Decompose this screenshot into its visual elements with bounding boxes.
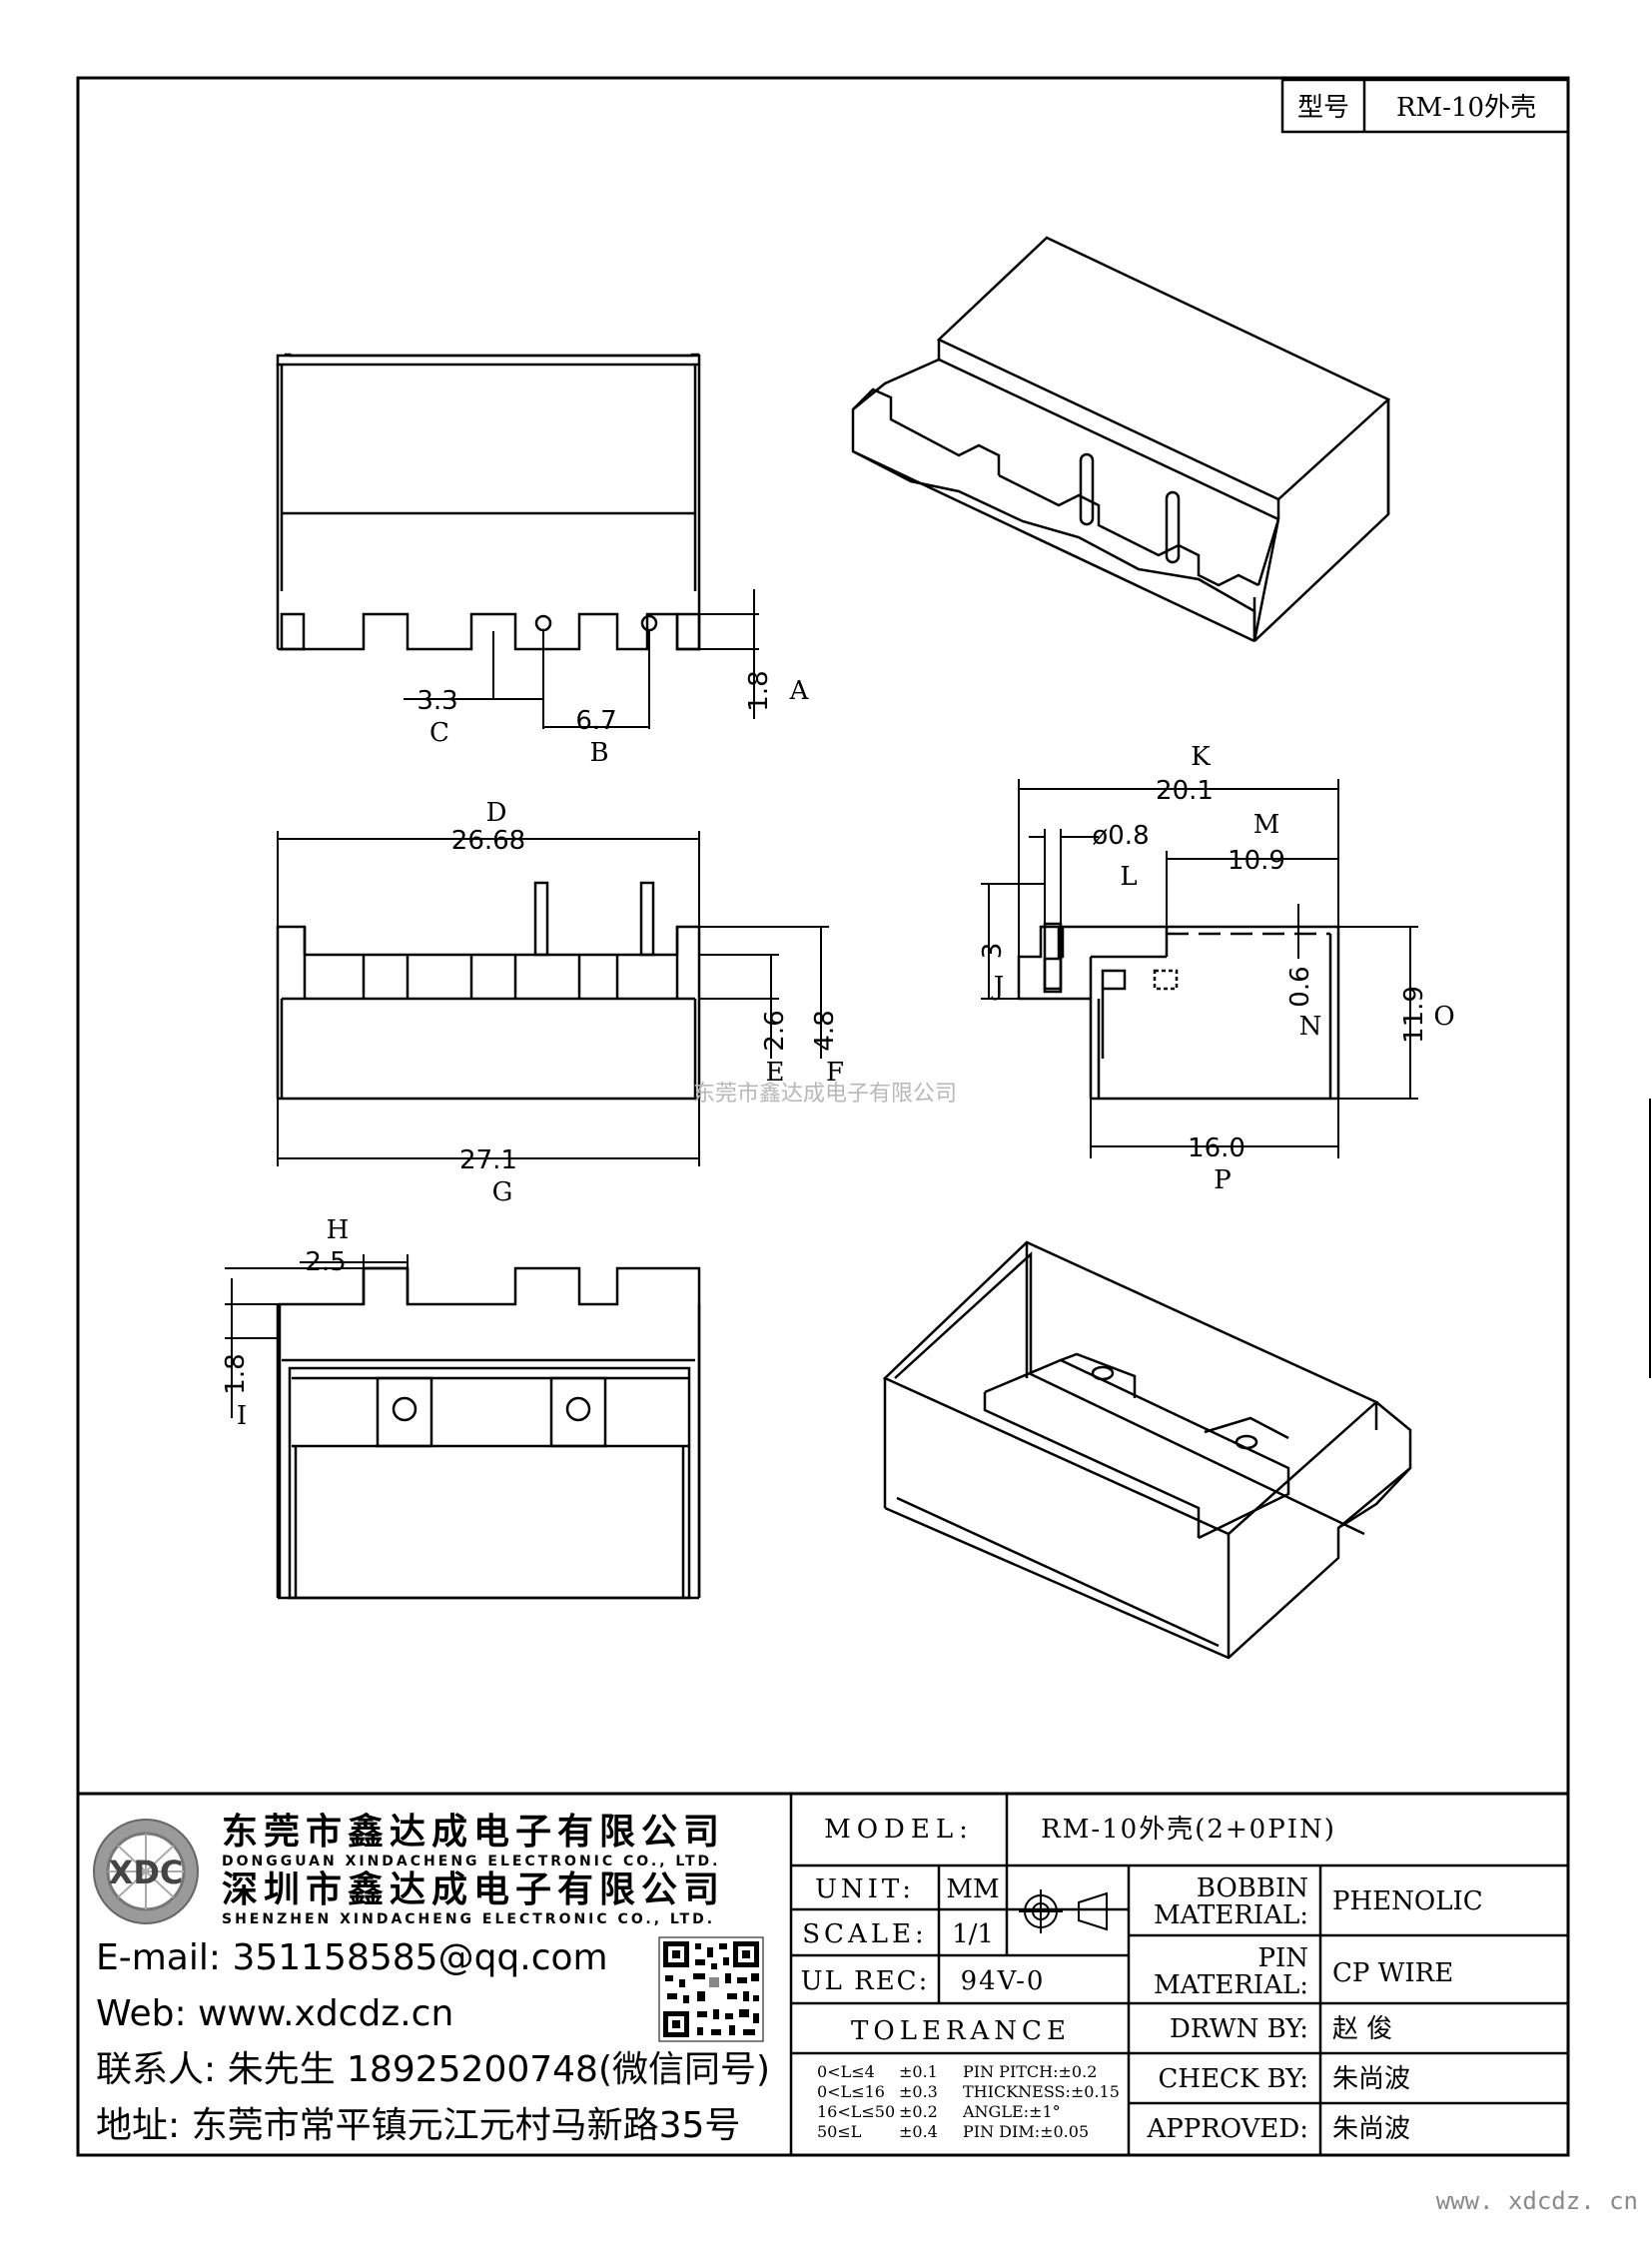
tol-spec: PIN DIM:±0.05	[963, 2122, 1089, 2141]
dim-l-label: L	[1120, 862, 1137, 892]
qr-code-icon	[658, 1936, 764, 2042]
tb-drawn-label: DRWN BY:	[1170, 2014, 1308, 2044]
tb-approved-label: APPROVED:	[1146, 2114, 1308, 2144]
header-model-value: RM-10外壳	[1396, 93, 1536, 123]
dim-i-value: 1.8	[221, 1353, 251, 1394]
tb-bobbin-label-1: BOBBIN	[1197, 1873, 1308, 1903]
dim-f-value: 4.8	[810, 1010, 840, 1051]
dim-o-value: 11.9	[1399, 986, 1429, 1044]
view-side-pins: D 26.68 2.6 E 4.8 F 27.1 G	[276, 798, 844, 1207]
tb-model-value: RM-10外壳(2+0PIN)	[1041, 1815, 1336, 1845]
tb-model-label: MODEL:	[824, 1815, 974, 1845]
dim-b-value: 6.7	[575, 706, 616, 736]
dim-j-label: J	[991, 972, 1004, 1002]
dim-p-value: 16.0	[1188, 1133, 1245, 1163]
dim-p-label: P	[1214, 1165, 1232, 1195]
dim-b-label: B	[589, 738, 608, 768]
header-model-box: 型号 RM-10外壳	[1280, 78, 1570, 134]
dim-g-label: G	[492, 1177, 513, 1207]
dim-k-label: K	[1191, 742, 1211, 772]
company-email: E-mail: 351158585@qq.com	[96, 1937, 608, 1978]
tolerance-table: 0<L≤4 ±0.1 PIN PITCH:±0.2 0<L≤16 ±0.3 TH…	[817, 2062, 1120, 2141]
tol-spec: PIN PITCH:±0.2	[963, 2062, 1097, 2081]
sheet-border	[76, 76, 1570, 2157]
tol-value: ±0.2	[899, 2102, 938, 2121]
tb-ul-label: UL REC:	[801, 1966, 930, 1996]
tb-scale-label: SCALE:	[802, 1919, 928, 1949]
tol-value: ±0.3	[899, 2082, 938, 2101]
tol-range: 0<L≤4	[817, 2062, 875, 2081]
dim-d-value: 26.68	[451, 826, 525, 856]
tb-bobbin-value: PHENOLIC	[1332, 1886, 1483, 1916]
iso-view-bottom	[882, 1240, 1412, 1660]
dim-k-value: 20.1	[1156, 776, 1214, 806]
dim-a-label: A	[789, 676, 810, 706]
dim-n-label: N	[1299, 1012, 1322, 1042]
tb-ul-value: 94V-0	[961, 1966, 1046, 1996]
tol-spec: ANGLE:±1°	[962, 2102, 1061, 2121]
dim-c-label: C	[429, 718, 449, 748]
title-block: MODEL: RM-10外壳(2+0PIN) UNIT: MM SCALE: 1…	[78, 1792, 1568, 2155]
tol-range: 0<L≤16	[817, 2082, 885, 2101]
dim-a-value: 1.8	[744, 670, 774, 711]
tb-drawn-value: 赵 俊	[1332, 2014, 1392, 2044]
dim-o-label: O	[1433, 1002, 1454, 1032]
tol-value: ±0.1	[899, 2062, 938, 2081]
dim-h-label: H	[327, 1215, 350, 1245]
tb-pin-label-1: PIN	[1257, 1943, 1308, 1973]
tb-unit-value: MM	[946, 1874, 999, 1904]
tol-range: 16<L≤50	[817, 2102, 895, 2121]
dim-c-value: 3.3	[416, 686, 457, 716]
dim-m-value: 10.9	[1228, 846, 1285, 876]
logo-text: XDC	[109, 1854, 184, 1891]
dim-g-value: 27.1	[459, 1145, 517, 1175]
company-name-en-1: DONGGUAN XINDACHENG ELECTRONIC CO., LTD.	[222, 1854, 721, 1869]
dim-f-label: F	[826, 1058, 844, 1088]
tb-scale-value: 1/1	[952, 1919, 994, 1949]
dim-m-label: M	[1253, 810, 1280, 840]
tb-tolerance-label: TOLERANCE	[851, 2016, 1071, 2046]
company-name-cn-2: 深圳市鑫达成电子有限公司	[222, 1869, 725, 1910]
tol-spec: THICKNESS:±0.15	[963, 2082, 1120, 2101]
dim-e-value: 2.6	[760, 1010, 790, 1051]
tb-approved-value: 朱尚波	[1332, 2114, 1410, 2144]
dim-n-value: 0.6	[1285, 966, 1315, 1007]
company-name-en-2: SHENZHEN XINDACHENG ELECTRONIC CO., LTD.	[222, 1911, 715, 1927]
view-bottom: H 2.5 1.8 I	[221, 1215, 701, 1600]
tb-pin-value: CP WIRE	[1332, 1958, 1453, 1988]
tol-range: 50≤L	[817, 2122, 862, 2141]
projection-symbol-icon	[1019, 1889, 1108, 1933]
tb-pin-label-2: MATERIAL:	[1154, 1970, 1308, 2000]
tol-value: ±0.4	[899, 2122, 938, 2141]
company-contact: 联系人: 朱先生 18925200748(微信同号)	[96, 2049, 770, 2090]
company-name-cn-1: 东莞市鑫达成电子有限公司	[222, 1812, 725, 1853]
company-logo: XDC	[93, 1819, 199, 1924]
dim-i-label: I	[237, 1401, 247, 1431]
tb-check-label: CHECK BY:	[1159, 2064, 1309, 2094]
company-web: Web: www.xdcdz.cn	[96, 1993, 453, 2034]
footer-url: www. xdcdz. cn	[1436, 2187, 1638, 2215]
watermark-text: 东莞市鑫达成电子有限公司	[693, 1082, 957, 1107]
dim-h-value: 2.5	[305, 1247, 346, 1277]
company-address: 地址: 东莞市常平镇元江元村马新路35号	[96, 2105, 740, 2146]
header-model-label: 型号	[1297, 93, 1349, 123]
view-front-top: 3.3 C 6.7 B 1.8 A	[276, 353, 810, 768]
iso-view-top	[851, 236, 1391, 643]
tb-check-value: 朱尚波	[1332, 2064, 1410, 2094]
dim-e-label: E	[766, 1058, 785, 1088]
tb-unit-label: UNIT:	[815, 1874, 915, 1904]
dim-l-value: ø0.8	[1092, 821, 1149, 851]
view-end: K 20.1 ø0.8 L M 10.9 3 J 0.6 N 11.9 O 16…	[978, 742, 1455, 1195]
dim-j-value: 3	[978, 943, 1008, 960]
dim-d-label: D	[486, 798, 507, 828]
company-block: XDC 东莞市鑫达成电子有限公司 DONGGUAN XINDACHENG ELE…	[93, 1812, 770, 2146]
tb-bobbin-label-2: MATERIAL:	[1154, 1900, 1308, 1930]
